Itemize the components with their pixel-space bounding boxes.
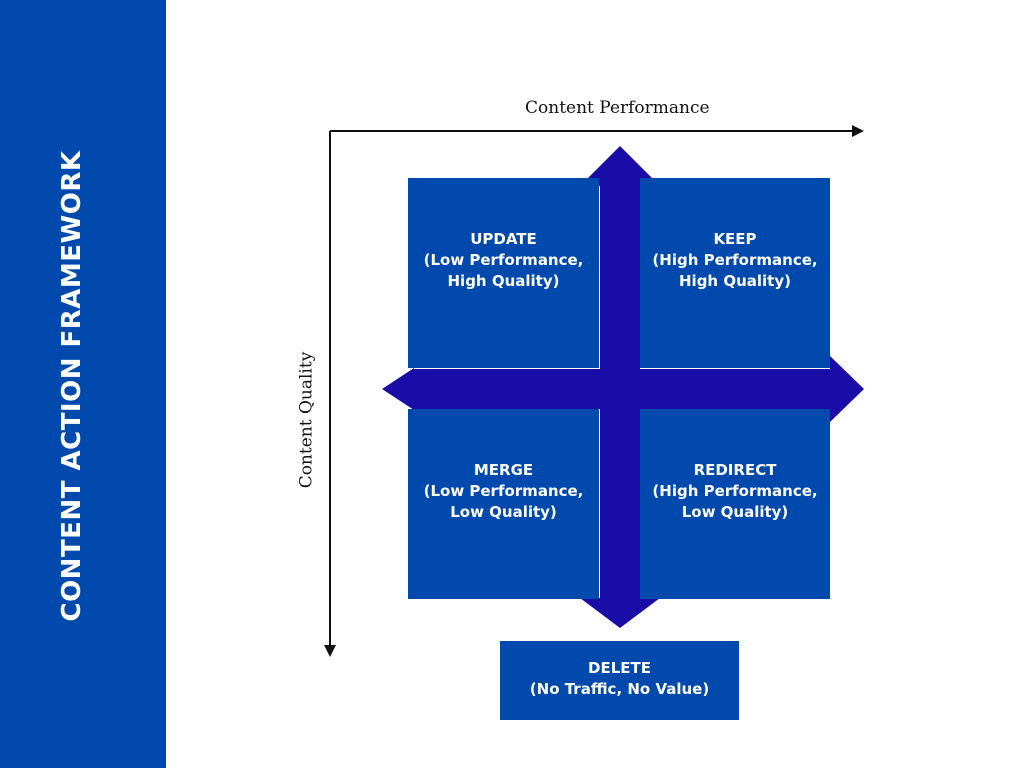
quadrant-update-line1: (Low Performance, xyxy=(423,250,584,269)
quadrant-update-line2: High Quality) xyxy=(447,271,560,290)
quadrant-merge-line2: Low Quality) xyxy=(450,502,557,521)
y-axis-arrowhead xyxy=(324,645,336,657)
quadrant-keep-line1: (High Performance, xyxy=(652,250,818,269)
quadrant-update-title: UPDATE xyxy=(470,229,537,248)
sidebar-panel: CONTENT ACTION FRAMEWORK xyxy=(0,0,166,768)
delete-box-line1: (No Traffic, No Value) xyxy=(529,679,710,698)
quadrant-keep: KEEP (High Performance, High Quality) xyxy=(640,178,830,368)
axes xyxy=(324,125,864,657)
quadrant-redirect-line1: (High Performance, xyxy=(652,481,818,500)
quadrant-merge: MERGE (Low Performance, Low Quality) xyxy=(408,409,599,599)
quadrant-redirect-title: REDIRECT xyxy=(693,460,777,479)
x-axis-label: Content Performance xyxy=(525,98,710,118)
delete-box-title: DELETE xyxy=(588,658,651,677)
quadrant-keep-line2: High Quality) xyxy=(679,271,791,290)
x-axis-arrowhead xyxy=(852,125,864,137)
horizontal-double-arrow xyxy=(382,356,864,422)
quadrant-merge-title: MERGE xyxy=(473,460,534,479)
quadrant-redirect-line2: Low Quality) xyxy=(681,502,789,521)
quadrant-update: UPDATE (Low Performance, High Quality) xyxy=(408,178,599,368)
quadrant-keep-title: KEEP xyxy=(713,229,757,248)
delete-box: DELETE (No Traffic, No Value) xyxy=(500,641,739,720)
quadrant-merge-line1: (Low Performance, xyxy=(423,481,584,500)
quadrant-redirect: REDIRECT (High Performance, Low Quality) xyxy=(640,409,830,599)
